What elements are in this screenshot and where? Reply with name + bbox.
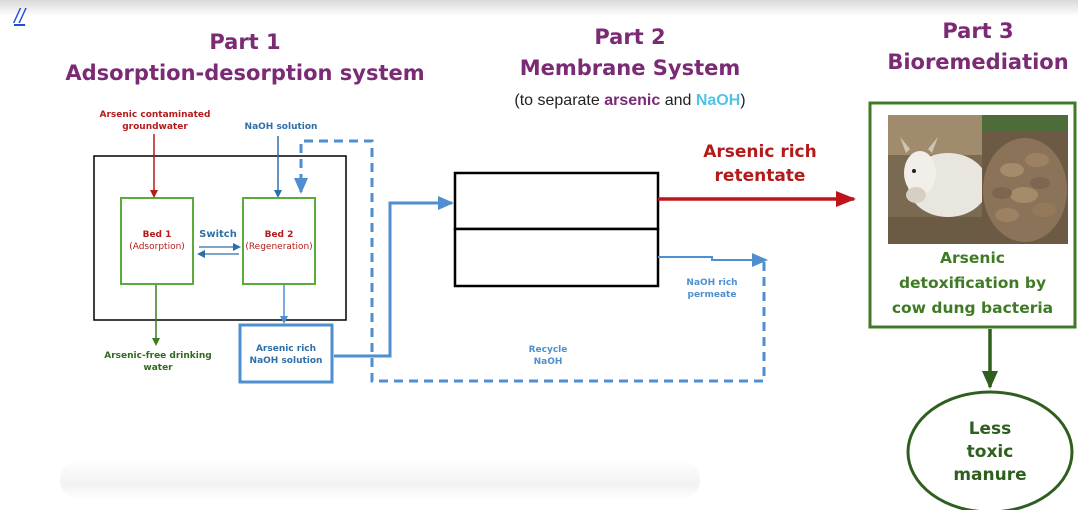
top-shade xyxy=(0,0,1078,16)
bed1-name: Bed 1 xyxy=(142,230,172,240)
part1-title: Part 1 Adsorption-desorption system xyxy=(60,27,430,89)
bioremediation-caption: Arsenic detoxification by cow dung bacte… xyxy=(872,246,1073,321)
manure-ellipse xyxy=(906,390,1074,510)
dung-photo xyxy=(982,115,1068,244)
cow-photo xyxy=(888,115,982,244)
arsenic-naoh-label: Arsenic rich NaOH solution xyxy=(249,344,323,366)
cow-icon xyxy=(888,115,982,244)
adsorption-system-box xyxy=(93,155,347,321)
naoh-solution-label: NaOH solution xyxy=(244,122,318,132)
drinking-water-label: Arsenic-free drinking water xyxy=(104,351,212,373)
bed2-box xyxy=(242,197,316,285)
manure-line3: manure xyxy=(953,465,1027,485)
part2-title-line2: Membrane System xyxy=(519,56,741,80)
groundwater-label: Arsenic contaminated groundwater xyxy=(99,110,211,132)
top-link[interactable]: // xyxy=(14,6,26,28)
retentate-line1: Arsenic rich xyxy=(703,142,817,162)
part3-title: Part 3 Bioremediation xyxy=(880,16,1076,78)
part1-title-line2: Adsorption-desorption system xyxy=(65,61,425,85)
part3-title-line2: Bioremediation xyxy=(887,50,1069,74)
subtitle-and: and xyxy=(660,92,696,109)
part1-title-line1: Part 1 xyxy=(209,30,281,54)
caption-line2: detoxification by xyxy=(898,274,1047,292)
permeate-arrow xyxy=(658,253,768,267)
bed2-role: (Regeneration) xyxy=(245,242,313,252)
recycle-line2: NaOH xyxy=(533,357,563,367)
part2-title-line1: Part 2 xyxy=(594,25,666,49)
bed1-box xyxy=(120,197,194,285)
permeate-line1: NaOH rich xyxy=(686,278,738,288)
bed2-label: Bed 2 (Regeneration) xyxy=(243,229,315,253)
bed2-name: Bed 2 xyxy=(264,230,294,240)
manure-label: Less toxic manure xyxy=(930,418,1050,487)
membrane-retentate-box xyxy=(453,171,660,231)
bottom-shade xyxy=(60,460,700,500)
part2-subtitle: (to separate arsenic and NaOH) xyxy=(455,92,805,110)
part2-title: Part 2 Membrane System xyxy=(480,22,780,84)
bed1-label: Bed 1 (Adsorption) xyxy=(121,229,193,253)
manure-line2: toxic xyxy=(966,442,1014,462)
retentate-label: Arsenic rich retentate xyxy=(680,140,840,188)
arsenic-naoh-box xyxy=(238,323,334,384)
caption-line1: Arsenic xyxy=(940,249,1005,267)
subtitle-suffix: ) xyxy=(740,92,746,109)
subtitle-arsenic: arsenic xyxy=(604,92,661,109)
caption-line3: cow dung bacteria xyxy=(891,299,1054,317)
to-membrane-line xyxy=(334,196,454,358)
membrane-permeate-box xyxy=(453,227,660,288)
dung-icon xyxy=(982,115,1068,244)
recycle-label: Recycle NaOH xyxy=(518,344,578,368)
bed1-role: (Adsorption) xyxy=(129,242,185,252)
switch-label: Switch xyxy=(199,229,237,240)
permeate-label: NaOH rich permeate xyxy=(682,277,742,301)
permeate-line2: permeate xyxy=(687,290,737,300)
recycle-line1: Recycle xyxy=(528,345,568,355)
recycle-dashed-line xyxy=(294,139,766,383)
subtitle-naoh: NaOH xyxy=(695,92,741,109)
subtitle-prefix: (to separate xyxy=(514,92,605,109)
part3-title-line1: Part 3 xyxy=(942,19,1014,43)
manure-line1: Less xyxy=(968,419,1012,439)
retentate-line2: retentate xyxy=(714,166,806,186)
